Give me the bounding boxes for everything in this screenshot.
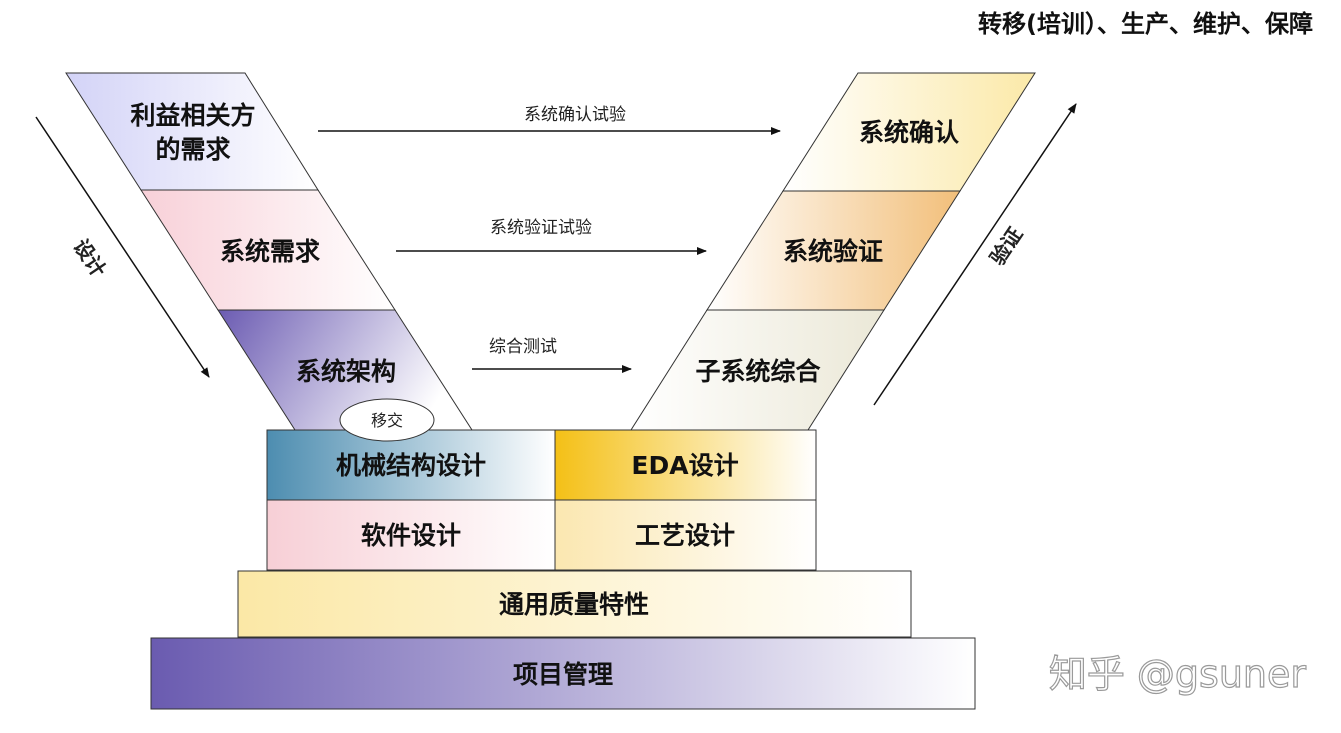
- handoff-label: 移交: [371, 411, 403, 430]
- handoff-ellipse: [339, 398, 435, 442]
- design-label: 设计: [69, 235, 111, 282]
- stakeholder-needs-box: [65, 72, 319, 191]
- system-verification-label: 系统验证: [783, 237, 883, 266]
- test-arrows: 系统确认试验 系统验证试验 综合测试: [318, 105, 781, 373]
- right-leg: 系统确认 系统验证 子系统综合: [630, 72, 1036, 431]
- process-design-label: 工艺设计: [635, 521, 735, 550]
- integration-test-label: 综合测试: [489, 337, 557, 357]
- mechanical-design-label: 机械结构设计: [336, 451, 486, 480]
- system-requirements-label: 系统需求: [220, 237, 320, 266]
- verify-arrow: [873, 103, 1077, 406]
- stakeholder-needs-line1: 利益相关方: [130, 101, 255, 130]
- base-blocks: 机械结构设计 EDA设计 软件设计 工艺设计 通用质量特性 项目管理: [150, 429, 976, 710]
- page-title: 转移(培训）、生产、维护、保障: [978, 10, 1313, 38]
- mechanical-design-box: [266, 429, 556, 501]
- verification-test-label: 系统验证试验: [490, 218, 592, 238]
- project-management-box: [150, 637, 976, 710]
- project-management-label: 项目管理: [513, 660, 613, 689]
- process-design-box: [554, 499, 817, 571]
- software-design-box: [266, 499, 556, 571]
- software-design-label: 软件设计: [361, 521, 461, 550]
- watermark: 知乎 @gsuner: [1049, 652, 1307, 696]
- system-validation-label: 系统确认: [859, 118, 959, 147]
- system-architecture-label: 系统架构: [296, 357, 396, 386]
- subsystem-integration-label: 子系统综合: [695, 357, 821, 386]
- eda-design-box: [554, 429, 817, 501]
- design-arrow: [35, 116, 210, 378]
- left-leg: 利益相关方 的需求 系统需求 系统架构: [65, 72, 473, 431]
- quality-characteristics-label: 通用质量特性: [499, 590, 649, 619]
- stakeholder-needs-line2: 的需求: [155, 135, 230, 164]
- eda-design-label: EDA设计: [631, 451, 738, 480]
- quality-characteristics-box: [237, 570, 912, 638]
- validation-test-label: 系统确认试验: [524, 105, 626, 125]
